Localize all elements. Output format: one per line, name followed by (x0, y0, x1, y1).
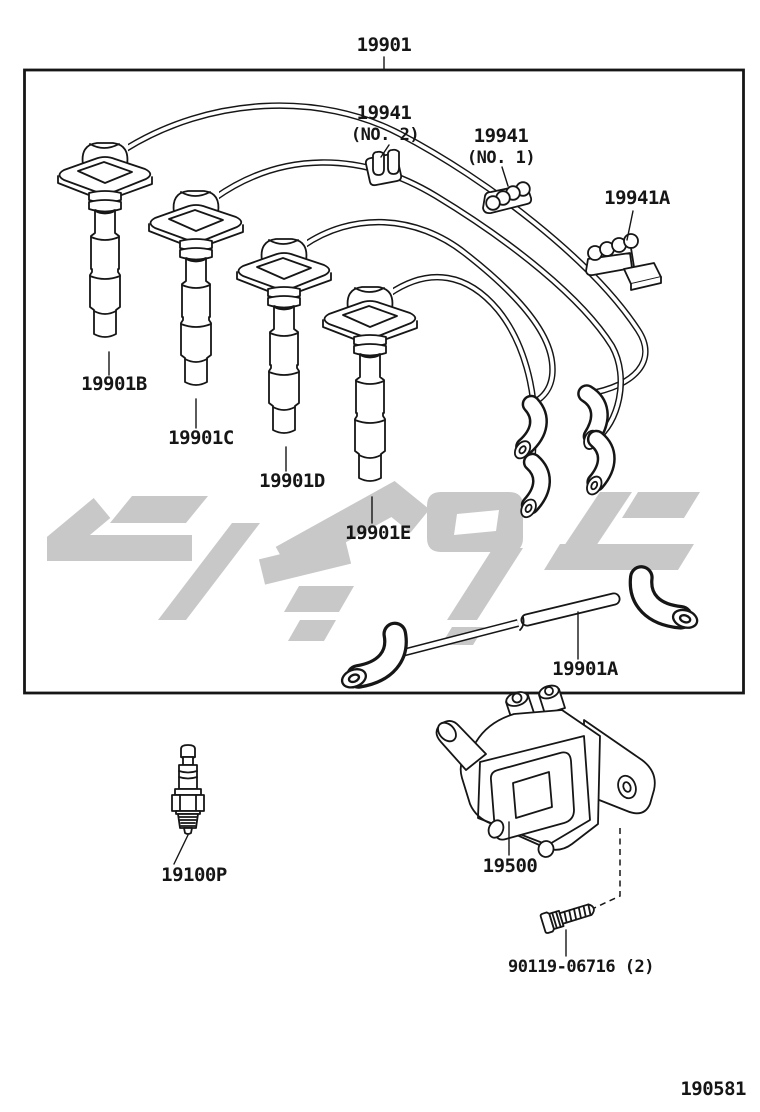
part-label-clip-no1-sub: (NO. 1) (467, 148, 535, 168)
plug-boot-c-drawing (148, 188, 244, 388)
part-label-boot-c: 19901C (168, 427, 234, 449)
part-label-clip-no2: 19941 (357, 102, 412, 124)
part-label-clip-no2-sub: (NO. 2) (351, 125, 419, 145)
coil-wire-assembly (337, 566, 703, 698)
part-label-bolt: 90119-06716 (2) (508, 957, 654, 977)
mounting-bolt-drawing (539, 903, 595, 934)
spark-plug-drawing (171, 744, 205, 835)
watermark-logo (47, 480, 700, 645)
part-label-wire-set: 19901 (357, 34, 412, 56)
part-label-spark-plug: 19100P (161, 864, 227, 886)
wire-clip-no1-drawing (482, 181, 533, 215)
plug-boot-d-drawing (236, 236, 332, 436)
plug-boot-e-drawing (322, 284, 418, 484)
ignition-coil-drawing (435, 684, 656, 858)
wire-clamp-drawing (585, 233, 662, 291)
part-label-clamp: 19941A (604, 187, 671, 209)
spark-plug-wire-1 (122, 102, 649, 398)
plug-boot-b-drawing (57, 140, 153, 340)
part-label-boot-b: 19901B (81, 373, 147, 395)
part-label-coil-wire: 19901A (552, 658, 619, 680)
bolt-position-dashed-line (591, 828, 621, 910)
elbow-boot-2 (565, 438, 623, 500)
coil-wire-right-elbow (639, 566, 703, 641)
coil-wire-left-elbow (337, 626, 397, 698)
part-label-ignition-coil: 19500 (483, 855, 538, 877)
part-label-boot-d: 19901D (259, 470, 325, 492)
leader-lines (108, 56, 634, 957)
spark-plug-wire-3 (301, 219, 556, 407)
spark-plug-wire-4 (387, 273, 538, 463)
wire-clip-no2-drawing (364, 148, 403, 187)
figure-code: 190581 (680, 1078, 746, 1100)
part-label-clip-no1: 19941 (474, 125, 529, 147)
part-label-boot-e: 19901E (345, 522, 411, 544)
elbow-boot-3 (497, 404, 551, 464)
figure-frame (23, 68, 745, 695)
spark-plug-wire-2 (213, 159, 624, 442)
